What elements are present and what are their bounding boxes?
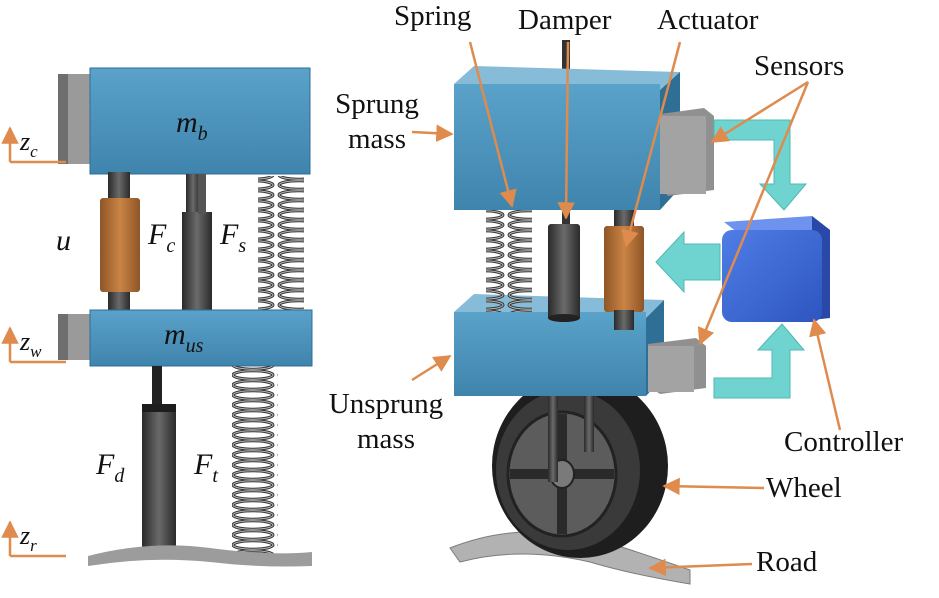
- road-label: Road: [756, 546, 818, 578]
- actuator-label: Actuator: [657, 4, 759, 36]
- wheel-sensor: [648, 346, 694, 392]
- sprung-mass-symbol: mb: [176, 106, 208, 145]
- spring-label: Spring: [394, 0, 472, 32]
- unsprung-mass-label: Unsprung mass: [328, 388, 444, 455]
- zc-arrow: [1, 126, 66, 164]
- zw-arrow: [1, 326, 66, 364]
- controller-to-actuator-arrow: [655, 230, 721, 294]
- actuator-body: [100, 198, 140, 292]
- damper-label: Damper: [518, 4, 612, 36]
- unsprung-mass-symbol: mus: [164, 318, 204, 357]
- sprung-mass-label: Sprung mass: [335, 88, 419, 155]
- right-sprung-mass-box: [454, 84, 660, 210]
- lower-damper-body: [142, 404, 176, 550]
- right-damper-body: [548, 224, 580, 320]
- right-spring-coil: [486, 196, 532, 312]
- tire-force-symbol: Ft: [193, 448, 218, 487]
- body-sensor: [660, 116, 706, 194]
- sensors-label: Sensors: [754, 50, 845, 82]
- wheel-leader: [662, 477, 765, 496]
- road-displacement-symbol: zr: [19, 521, 37, 555]
- zr-arrow: [1, 520, 66, 558]
- damper-force-symbol: Fd: [95, 448, 125, 487]
- sensors-leader-top: [710, 80, 809, 144]
- right-actuator-body: [604, 226, 644, 312]
- controller-box: [722, 216, 830, 322]
- tire-spring-coil: [232, 366, 278, 556]
- friction-element: [186, 174, 200, 214]
- controller-label: Controller: [784, 426, 904, 458]
- actuator-force-symbol: u: [56, 224, 71, 257]
- sprung-mass-leader: [411, 124, 454, 142]
- damper-leader: [557, 41, 575, 220]
- spring-force-symbol: Fs: [219, 218, 246, 257]
- wheel-displacement-symbol: zw: [19, 327, 42, 361]
- friction-force-symbol: Fc: [147, 218, 175, 257]
- body-displacement-symbol: zc: [19, 127, 38, 161]
- upper-spring-coil: [258, 176, 304, 312]
- wheel-label: Wheel: [766, 472, 842, 504]
- unsprung-mass-block: [89, 309, 313, 367]
- controller-leader: [809, 318, 842, 431]
- sprung-mass-block: [89, 67, 311, 175]
- unsprung-mass-leader: [411, 354, 452, 382]
- left-road-surface: [88, 545, 312, 567]
- sensor-to-controller-arrow-bottom: [713, 323, 806, 399]
- road-leader: [648, 558, 753, 577]
- actuator-leader: [621, 41, 682, 248]
- spring-leader: [468, 41, 517, 208]
- wheel-graphic: [492, 374, 668, 558]
- sensors-leader-bottom: [697, 81, 810, 346]
